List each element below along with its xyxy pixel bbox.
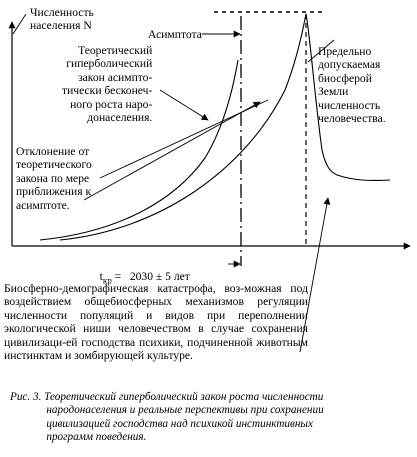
pointer-theoretical (159, 89, 209, 121)
real-curve (59, 13, 391, 241)
asymptote-label: Асимптота (148, 28, 202, 41)
figure-caption: Рис. 3. Теоретический гиперболический за… (10, 391, 324, 444)
pointer-catastrophe (299, 197, 331, 353)
critical-time-value: = 2030 ± 5 лет (111, 270, 190, 284)
pointer-deviation-1 (83, 101, 261, 201)
theoretical-law-label: Теоретический гиперболический закон асим… (62, 44, 153, 125)
catastrophe-text: Биосферно-демографическая катастрофа, во… (4, 282, 308, 363)
critical-time-label: tкр = 2030 ± 5 лет (88, 257, 190, 302)
y-axis-label: Численность населения N (30, 6, 94, 33)
critical-time-subscript: кр (102, 275, 112, 286)
pointer-y-axis-label (12, 13, 27, 35)
pointer-deviation-2 (99, 99, 269, 179)
theoretical-curve (39, 59, 239, 241)
pointer-limit (307, 39, 335, 63)
critical-time-symbol: t (99, 270, 103, 284)
max-population-label: Предельно допускаемая биосферой Земли чи… (318, 45, 386, 126)
deviation-label: Отклонение от теоретического закона по м… (16, 145, 92, 212)
